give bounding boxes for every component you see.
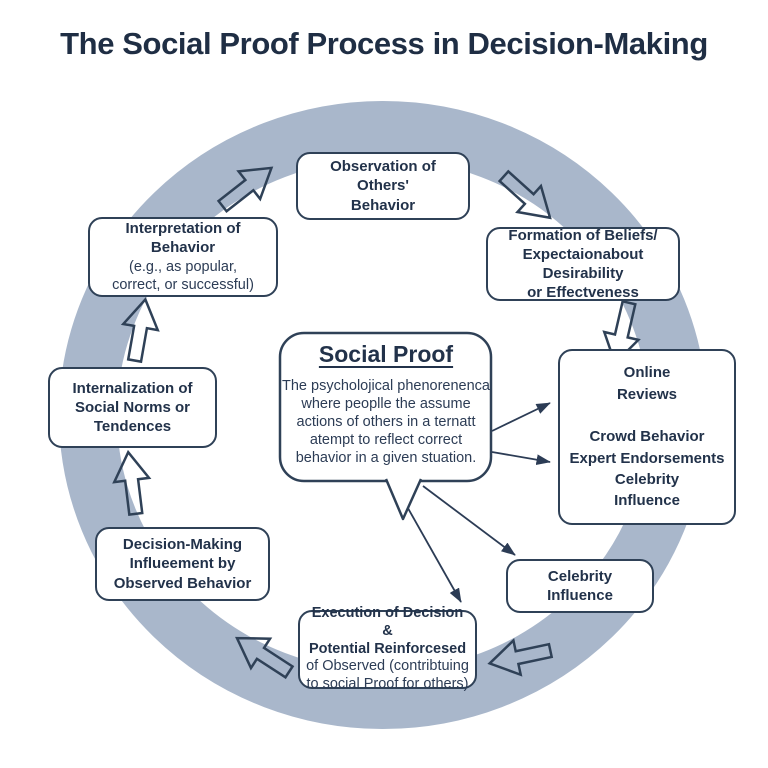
node-interpretation: Interpretation of Behavior (e.g., as pop… <box>88 217 278 297</box>
node-internalization-label: Internalization of Social Norms or Tende… <box>72 379 193 436</box>
node-formation-label: Formation of Beliefs/ Expectaionabout De… <box>508 226 658 302</box>
connector-bubble-to-examples-lower <box>491 451 551 466</box>
page-title: The Social Proof Process in Decision-Mak… <box>60 26 708 61</box>
speech-bubble-tail <box>384 478 423 521</box>
speech-bubble-tail-fill <box>386 479 421 519</box>
node-observation: Observation of Others' Behavior <box>296 152 470 220</box>
node-formation: Formation of Beliefs/ Expectaionabout De… <box>486 227 680 301</box>
node-interpretation-label: Interpretation of Behavior <box>125 220 241 257</box>
node-influence-examples: Online Reviews Crowd Behavior Expert End… <box>558 349 736 525</box>
node-execution-sublabel: of Observed (contribtuing to social Proo… <box>306 658 469 693</box>
node-execution: Execution of Decision & Potential Reinfo… <box>298 605 477 692</box>
node-execution-label: Execution of Decision & Potential Reinfo… <box>308 604 467 657</box>
node-celebrity-influence: Celebrity Influence <box>506 559 654 613</box>
bubble-body: The psycholojical phenorenenca where peo… <box>282 378 490 466</box>
node-internalization: Internalization of Social Norms or Tende… <box>48 367 217 448</box>
node-observation-label: Observation of Others' Behavior <box>330 158 436 214</box>
node-influence-examples-label: Online Reviews Crowd Behavior Expert End… <box>569 364 725 510</box>
node-decision-making: Decision-Making Influeement by Observed … <box>95 527 270 601</box>
node-decision-making-label: Decision-Making Influeement by Observed … <box>113 536 252 592</box>
connector-bubble-to-celebrity <box>422 485 516 556</box>
node-celebrity-influence-label: Celebrity Influence <box>547 567 613 604</box>
connector-bubble-to-examples-upper <box>491 402 551 432</box>
node-interpretation-sublabel: (e.g., as popular, correct, or successfu… <box>112 258 254 294</box>
speech-bubble-text: Social Proof The psycholojical phenorene… <box>281 341 491 468</box>
bubble-heading: Social Proof <box>318 341 454 367</box>
